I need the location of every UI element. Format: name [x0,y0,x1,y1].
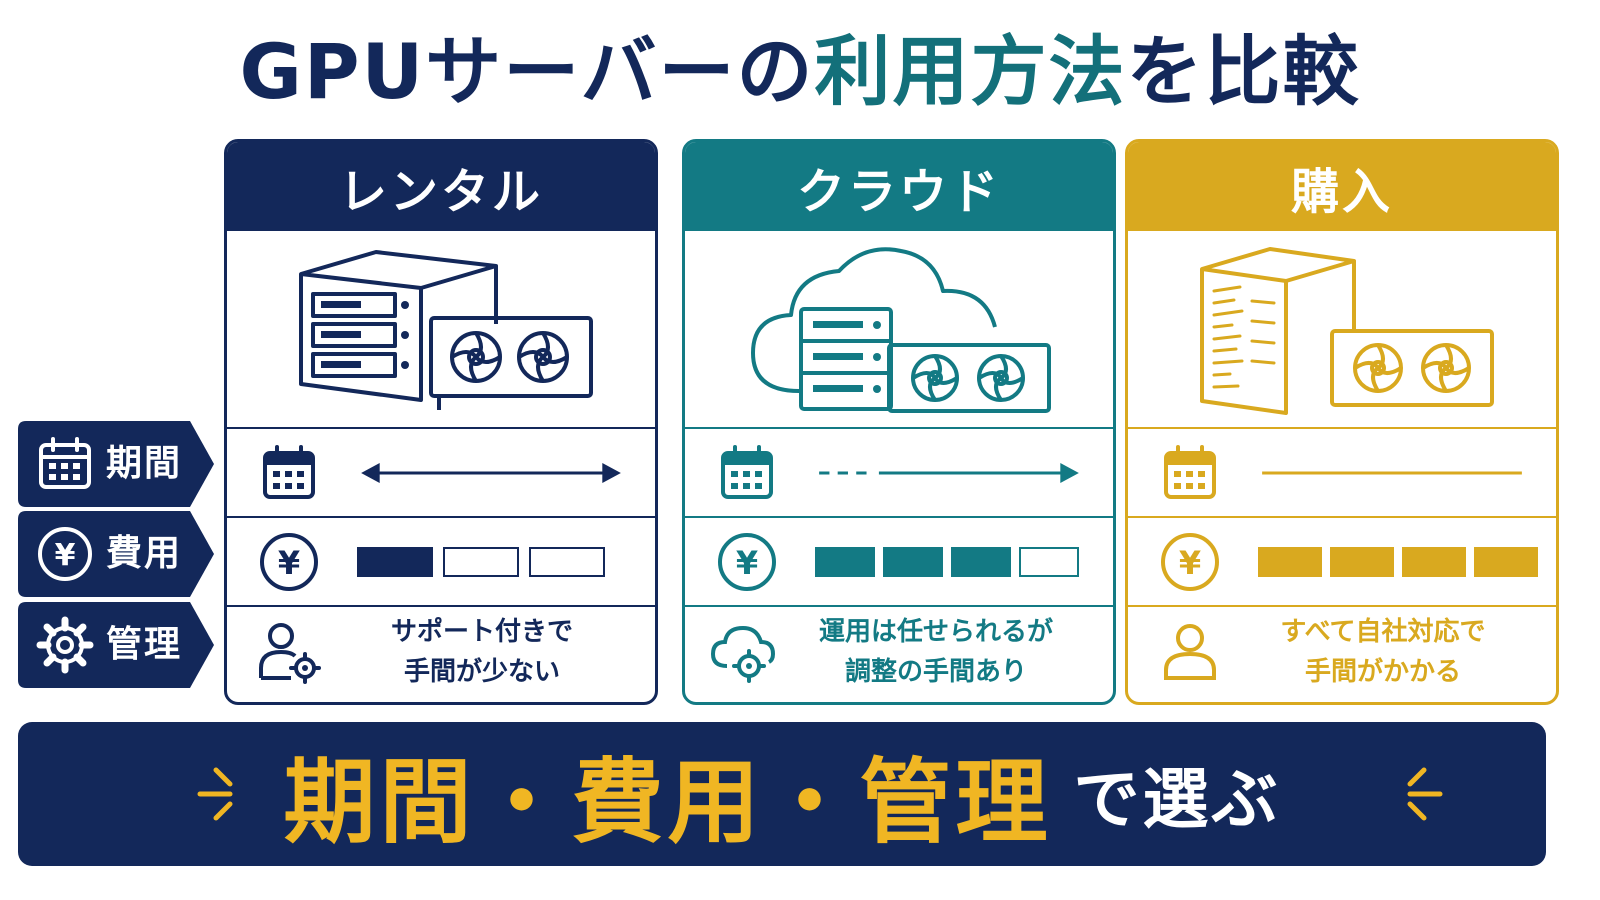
yen-symbol: ¥ [55,538,76,573]
summary-banner: 期間・費用・管理 で選ぶ [18,722,1546,866]
row-tag-management: 管理 [18,602,214,688]
desc-line: 運用は任せられるが [818,616,1053,647]
cost-bar [1402,546,1466,577]
cost-bars [1258,546,1538,577]
period-row [227,427,655,516]
burst-left-icon [197,767,233,821]
row-tag-label: 管理 [106,624,183,665]
calendar-icon [39,437,91,489]
banner-text: 期間・費用・管理 で選ぶ [18,722,1546,866]
gear-icon [36,616,94,674]
title-part3: を比較 [1126,27,1361,116]
purchase-server-illustration [1128,231,1556,427]
yen-symbol: ¥ [278,544,300,582]
period-row [685,427,1113,516]
calendar-icon [1164,444,1216,499]
calendar-icon [263,444,315,499]
cost-bar [1019,546,1079,577]
row-tag-period: 期間 [18,421,214,507]
cost-bars [357,546,605,577]
user-icon [1164,623,1216,680]
cost-bar [529,546,605,577]
row-tag-label: 費用 [106,533,183,574]
yen-icon: ¥ [718,532,776,591]
cost-bar [357,546,433,577]
cost-bar [815,546,875,577]
yen-icon: ¥ [260,532,318,591]
cost-row: ¥ [685,516,1113,605]
user-gear-icon [259,622,321,684]
row-tag-cost: ¥ 費用 [18,511,214,597]
yen-symbol: ¥ [1179,544,1201,582]
cloud-gpu-icon [751,247,1051,413]
cost-bars [815,546,1079,577]
period-row [1128,427,1556,516]
yen-icon: ¥ [38,527,92,581]
cost-row: ¥ [227,516,655,605]
desc-line: サポート付きで [390,616,573,647]
column-rental: レンタル [224,139,658,705]
column-purchase: 購入 [1125,139,1559,705]
cost-bar [443,546,519,577]
column-cloud: クラウド [682,139,1116,705]
column-title: レンタル [227,142,655,231]
column-title: クラウド [685,142,1113,231]
management-description: すべて自社対応で 手間がかかる [1240,612,1526,692]
cloud-gear-icon [710,625,776,683]
title-part1: GPUサーバーの [239,27,815,116]
period-double-arrow [361,462,621,483]
cloud-server-illustration [685,231,1113,427]
cost-bar [1258,546,1322,577]
banner-highlight: 期間・費用・管理 [283,748,1052,856]
cost-bar [951,546,1011,577]
management-description: サポート付きで 手間が少ない [339,612,625,692]
calendar-icon [721,444,773,499]
rental-server-illustration [227,231,655,427]
desc-line: 調整の手間あり [844,656,1027,687]
row-tag-label: 期間 [106,443,183,484]
burst-right-icon [1407,767,1443,821]
period-line [1262,471,1522,474]
cost-bar [1474,546,1538,577]
banner-suffix: で選ぶ [1073,761,1281,838]
management-row: 運用は任せられるが 調整の手間あり [685,605,1113,696]
cost-bar [883,546,943,577]
yen-symbol: ¥ [736,544,758,582]
management-row: すべて自社対応で 手間がかかる [1128,605,1556,696]
title-part2: 利用方法 [814,27,1127,116]
cost-bar [1330,546,1394,577]
cost-row: ¥ [1128,516,1556,605]
management-description: 運用は任せられるが 調整の手間あり [789,612,1083,692]
yen-icon: ¥ [1161,532,1219,591]
desc-line: すべて自社対応で [1280,616,1486,647]
desc-line: 手間がかかる [1304,656,1461,687]
server-gpu-icon [299,250,593,410]
desc-line: 手間が少ない [403,656,560,687]
management-row: サポート付きで 手間が少ない [227,605,655,696]
tower-gpu-icon [1200,247,1494,415]
period-dashed-arrow [819,462,1079,483]
page-title: GPUサーバーの利用方法を比較 [0,22,1600,122]
column-title: 購入 [1128,142,1556,231]
